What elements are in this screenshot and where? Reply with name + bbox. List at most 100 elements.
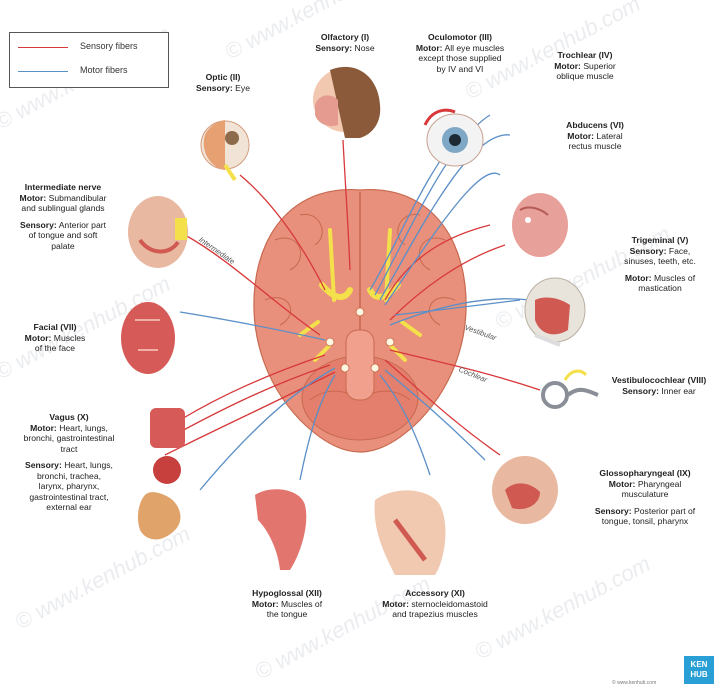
intermediate-value-2a: Anterior part [58,219,106,230]
vagus-value-2e: external ear [46,502,92,512]
logo-line-1: KEN [690,660,708,669]
copyright-text: © www.kenhub.com [612,680,657,686]
label-facial: Facial (VII) Motor: Muscles of the face [10,322,100,354]
label-hypoglossal: Hypoglossal (XII) Motor: Muscles of the … [232,588,342,620]
vagus-value-2c: larynx, pharynx, [38,481,100,491]
hypoglossal-value-1: Muscles of [281,598,323,609]
label-accessory: Accessory (XI) Motor: sternocleidomastoi… [365,588,505,620]
vagus-value-1a: Heart, lungs, [59,422,108,433]
label-glossopharyngeal: Glossopharyngeal (IX) Motor: Pharyngeal … [580,468,710,527]
glossopharyngeal-value-1b: musculature [621,489,669,499]
nerve-marker-2 [385,337,395,347]
label-vagus: Vagus (X) Motor: Heart, lungs, bronchi, … [4,412,134,513]
facial-title: Facial (VII) [33,322,77,332]
optic-illustration [200,120,250,182]
optic-key: Sensory: [196,82,233,93]
trigeminal-value-2b: mastication [638,283,682,293]
trigeminal-key-1: Sensory: [629,245,667,256]
trochlear-value-1: Superior [583,60,616,71]
intermediate-key-2: Sensory: [20,219,57,230]
facial-value-2: of the face [34,343,76,353]
abducens-key: Motor: [567,130,595,141]
hypoglossal-illustration [255,489,307,570]
abducens-value-1: Lateral [596,130,623,141]
abducens-title: Abducens (VI) [566,120,624,130]
olfactory-key: Sensory: [315,42,353,53]
glossopharyngeal-title: Glossopharyngeal (IX) [599,468,691,478]
trochlear-key: Motor: [554,60,581,71]
accessory-value-1: sternocleidomastoid [411,598,488,609]
legend: Sensory fibers Motor fibers [9,32,169,88]
olfactory-value: Nose [354,42,375,53]
trigeminal-title: Trigeminal (V) [631,235,689,245]
label-vestibulocochlear: Vestibulocochlear (VIII) Sensory: Inner … [600,375,718,396]
glossopharyngeal-illustration [492,456,558,524]
logo-line-2: HUB [690,670,708,679]
glossopharyngeal-value-2a: Posterior part of [634,505,696,516]
oculomotor-value-1: All eye muscles [444,42,505,53]
accessory-value-2: and trapezius muscles [392,609,478,619]
intermediate-title: Intermediate nerve [24,182,102,192]
nerve-marker-1 [325,337,335,347]
trochlear-title: Trochlear (IV) [557,50,613,60]
hypoglossal-title: Hypoglossal (XII) [252,588,322,598]
label-trigeminal: Trigeminal (V) Sensory: Face, sinuses, t… [605,235,715,294]
legend-motor-label: Motor fibers [80,65,128,75]
vagus-value-1c: tract [60,443,78,454]
intermediate-value-1a: Submandibular [48,192,107,203]
facial-illustration [121,302,175,374]
abducens-value-2: rectus muscle [568,141,622,151]
watermark-text-6: © www.kenhub.com [11,521,195,634]
label-optic: Optic (II) Sensory: Eye [178,72,268,93]
vestibulocochlear-key: Sensory: [622,385,659,396]
glossopharyngeal-value-1a: Pharyngeal [637,478,682,489]
abducens-illustration [512,193,568,257]
sensory-fibers [164,139,541,456]
legend-motor: Motor fibers [10,65,168,77]
label-abducens: Abducens (VI) Motor: Lateral rectus musc… [545,120,645,152]
optic-title: Optic (II) [205,72,241,82]
legend-sensory-label: Sensory fibers [80,41,138,51]
label-oculomotor: Oculomotor (III) Motor: All eye muscles … [395,32,525,74]
label-intermediate: Intermediate nerve Motor: Submandibular … [2,182,124,251]
oculomotor-value-3: by IV and VI [436,63,484,74]
accessory-title: Accessory (XI) [405,588,465,598]
facial-value-1: Muscles [53,332,86,343]
trigeminal-key-2: Motor: [624,272,652,283]
vestibulocochlear-title: Vestibulocochlear (VIII) [611,375,707,385]
hypoglossal-value-2: the tongue [266,609,308,619]
nerve-marker-4 [370,363,380,373]
accessory-key: Motor: [382,598,409,609]
facial-key: Motor: [24,332,52,343]
hypoglossal-key: Motor: [251,598,279,609]
vagus-key-2: Sensory: [25,460,62,470]
accessory-illustration [374,490,446,575]
intermediate-illustration [128,196,188,268]
label-olfactory: Olfactory (I) Sensory: Nose [290,32,400,53]
oculomotor-key: Motor: [415,42,443,53]
glossopharyngeal-value-2b: tongue, tonsil, pharynx [601,516,689,526]
trigeminal-value-2a: Muscles of [654,272,696,283]
intermediate-value-2b: of tongue and soft [28,230,98,240]
kenhub-logo: KEN HUB [684,656,714,684]
vestibulocochlear-value: Inner ear [661,385,696,396]
trigeminal-value-1a: Face, [668,245,691,256]
glossopharyngeal-key-1: Motor: [608,478,636,489]
legend-sensory: Sensory fibers [10,41,168,53]
legend-motor-swatch [18,71,68,73]
vagus-value-1b: bronchi, gastrointestinal [23,433,115,443]
trigeminal-value-1b: sinuses, teeth, etc. [624,256,696,266]
vagus-value-2a: Heart, lungs, [64,460,113,470]
trigeminal-illustration [524,277,586,347]
oculomotor-value-2: except those supplied [418,53,502,63]
olfactory-illustration [313,66,381,138]
glossopharyngeal-key-2: Sensory: [594,505,632,516]
nerve-marker-3 [340,363,350,373]
intermediate-value-2c: palate [51,240,75,251]
legend-sensory-swatch [18,47,68,49]
vagus-value-2b: bronchi, trachea, [36,470,101,481]
vestibulocochlear-illustration [541,369,599,409]
vagus-value-2d: gastrointestinal tract, [29,491,109,502]
